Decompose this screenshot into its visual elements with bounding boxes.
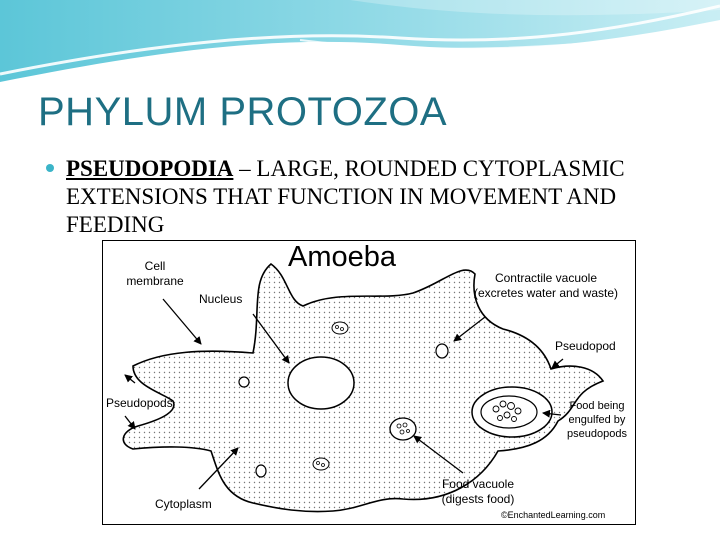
bullet-term: PSEUDOPODIA <box>66 156 234 181</box>
label-cell-membrane: Cell membrane <box>126 259 184 288</box>
leader-arrows <box>124 298 564 490</box>
image-credit: ©EnchantedLearning.com <box>501 510 606 520</box>
food-particle-icon <box>312 457 330 471</box>
label-nucleus: Nucleus <box>199 292 243 306</box>
label-food-vacuole: Food vacuole (digests food) <box>441 477 515 506</box>
bullet-dot-icon <box>46 164 54 172</box>
bullet-definition: – LARGE, ROUNDED CYTOPLASMIC EXTENSIONS … <box>66 156 625 237</box>
nucleus-shape <box>287 356 355 410</box>
small-vacuole-shape <box>255 464 267 478</box>
amoeba-illustration <box>122 262 605 513</box>
small-vacuole-shape <box>238 376 250 388</box>
header-wave-decoration <box>0 0 720 82</box>
slide-title: PHYLUM PROTOZOA <box>38 90 448 134</box>
label-pseudopods: Pseudopods <box>106 396 173 410</box>
diagram-title: Amoeba <box>288 241 397 273</box>
label-cytoplasm: Cytoplasm <box>155 497 212 511</box>
cell-membrane-outline <box>122 262 605 513</box>
food-vacuole-shape <box>389 417 417 441</box>
amoeba-diagram: Amoeba Cell membrane Nucleus Contractile… <box>102 240 636 525</box>
label-pseudopod: Pseudopod <box>555 339 616 353</box>
bullet-text: PSEUDOPODIA – LARGE, ROUNDED CYTOPLASMIC… <box>66 155 686 239</box>
food-particle-icon <box>331 321 349 335</box>
bullet-item: PSEUDOPODIA – LARGE, ROUNDED CYTOPLASMIC… <box>46 155 686 239</box>
engulfed-food-shape <box>471 386 553 438</box>
contractile-vacuole-shape <box>435 343 449 359</box>
label-contractile-vacuole: Contractile vacuole (excretes water and … <box>473 271 619 300</box>
label-food-engulfed: Food being engulfed by pseudopods <box>567 400 627 440</box>
